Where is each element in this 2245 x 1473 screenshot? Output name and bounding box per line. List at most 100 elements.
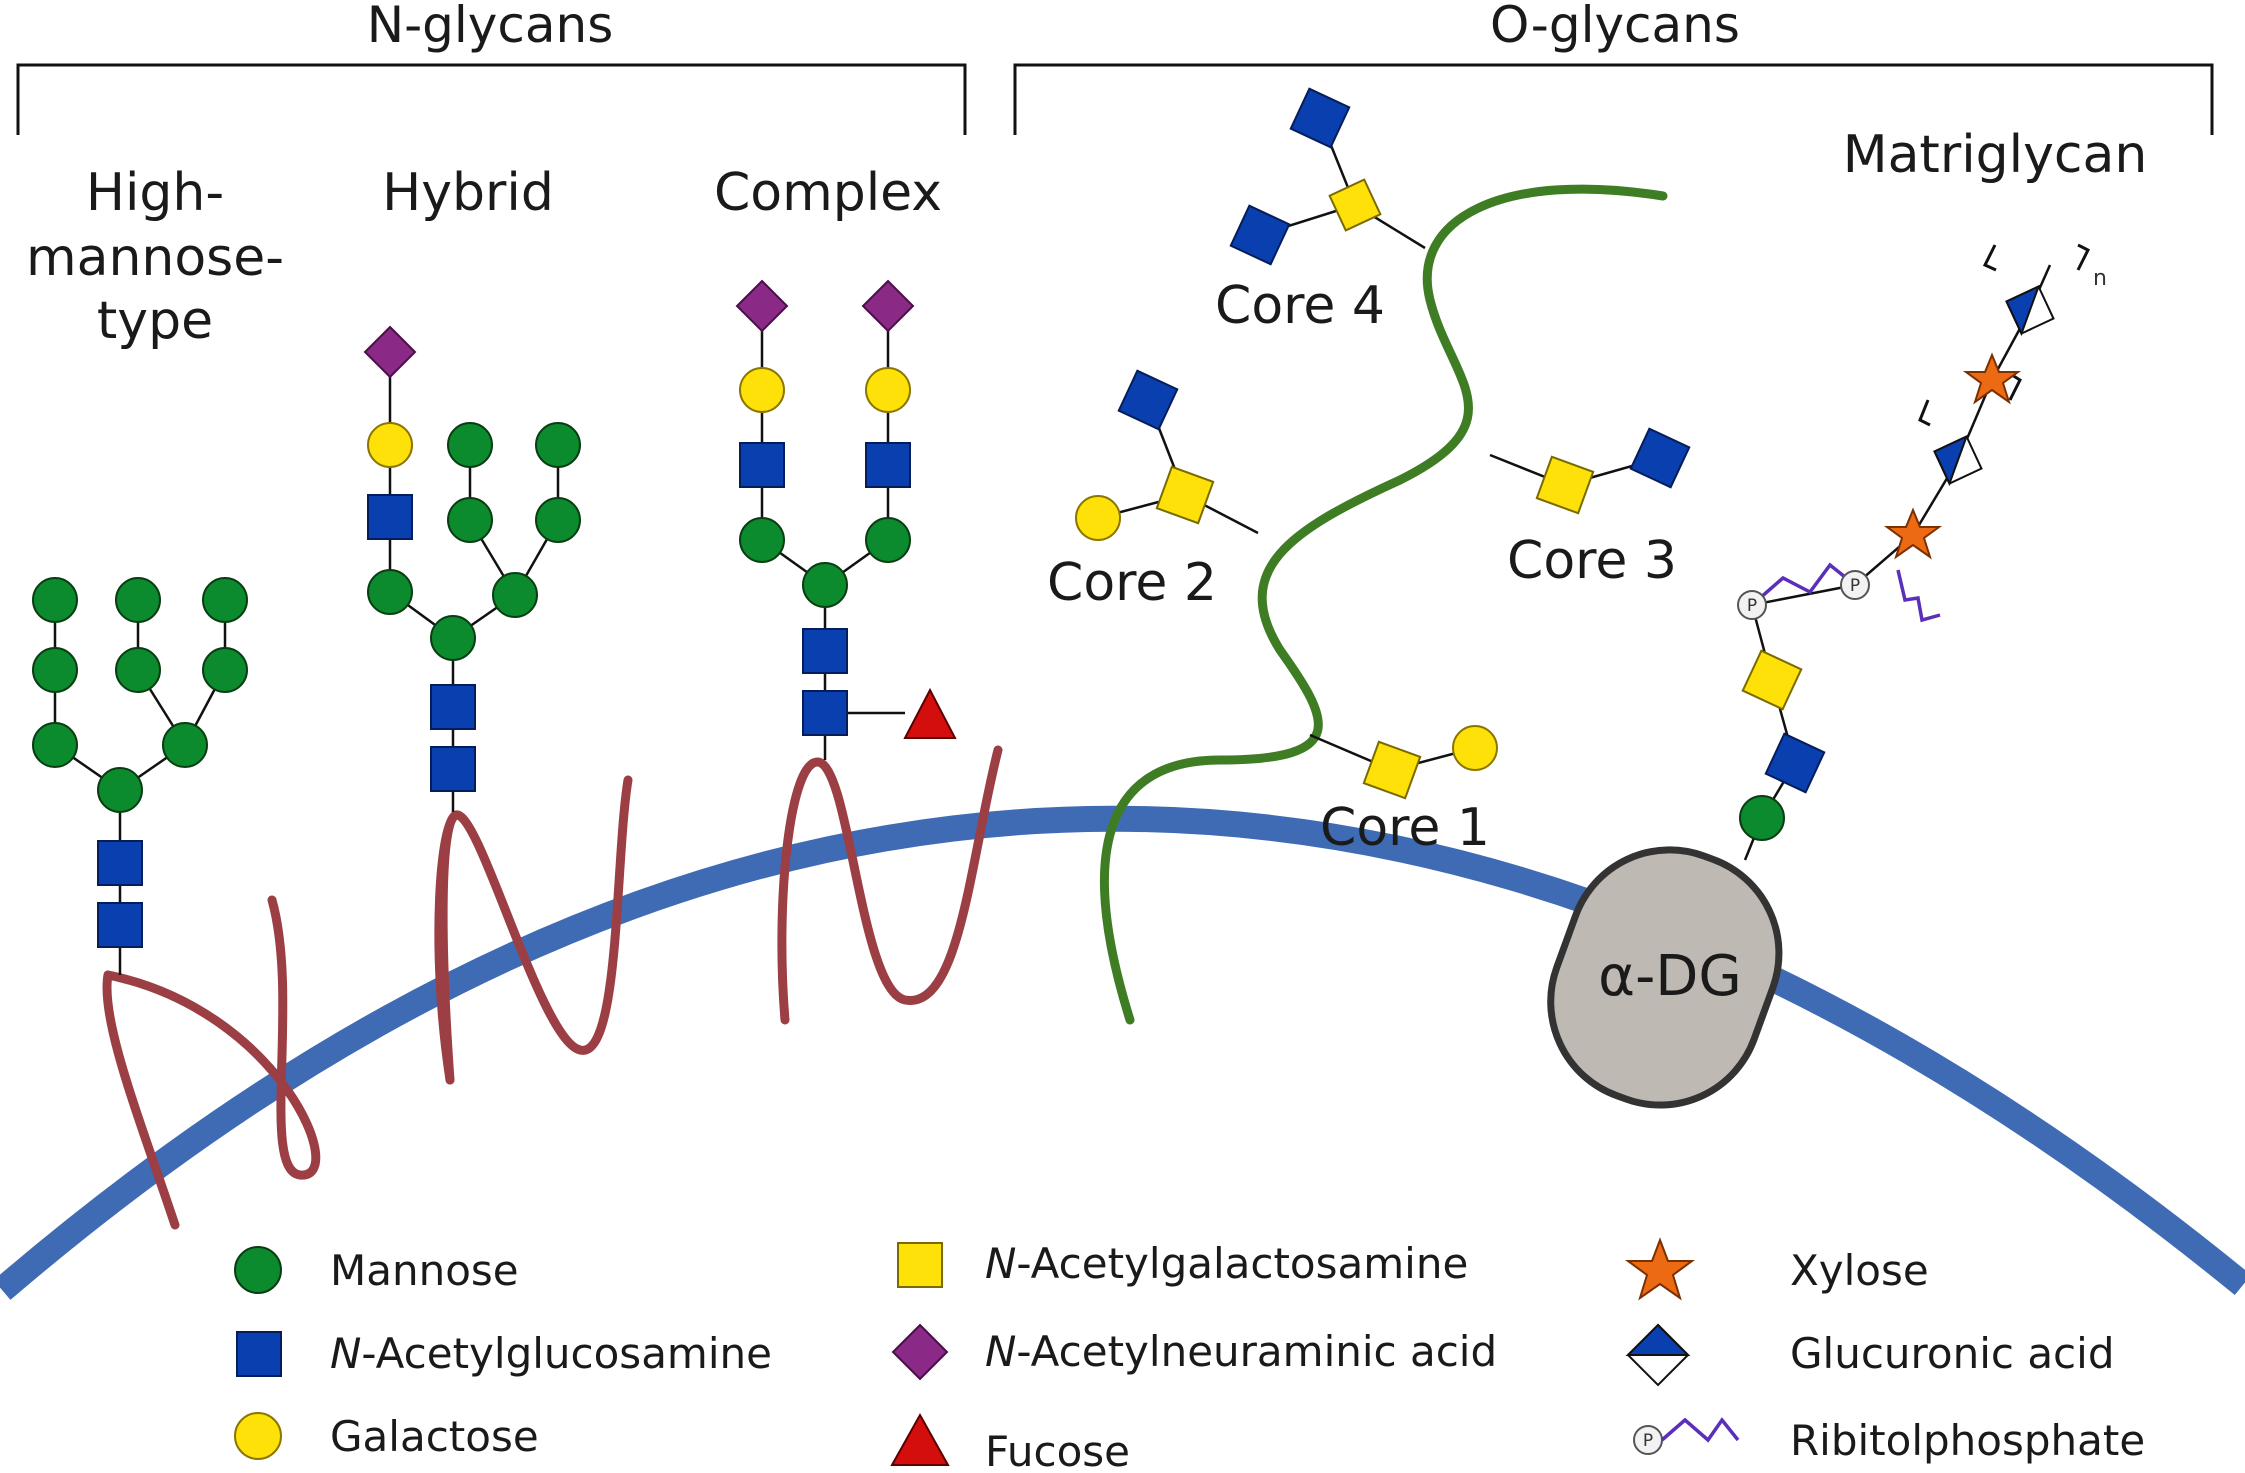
glcnac-icon (97, 840, 143, 886)
complex-label: Complex (714, 163, 942, 223)
neu5ac-icon (363, 325, 417, 379)
legend-ribitol: Ribitolphosphate (1790, 1416, 2145, 1465)
n-glycans-bracket (16, 63, 967, 135)
complex-glycan (735, 279, 957, 760)
mannose-icon (739, 517, 785, 563)
core1-glycan (1309, 725, 1498, 800)
legend-glcnac-icon (236, 1331, 282, 1377)
legend-glucuronic-icon (1625, 1323, 1691, 1387)
phosphate-label: P (1850, 576, 1860, 596)
glcnac-icon (1229, 204, 1291, 266)
galactose-icon (1075, 495, 1121, 541)
n-peptide-2-tail (438, 810, 461, 1085)
galnac-icon (1741, 649, 1803, 711)
glcnac-icon (739, 442, 785, 488)
n-glycans-header: N-glycans (367, 0, 614, 54)
high-mannose-label-line2: mannose- (26, 228, 284, 288)
mannose-icon (97, 767, 143, 813)
legend: Mannose N-Acetylglucosamine Galactose N-… (234, 1237, 2145, 1473)
high-mannose-label-line3: type (97, 291, 213, 351)
svg-text:P: P (1643, 1431, 1653, 1451)
legend-galnac-icon (897, 1242, 943, 1288)
legend-glcnac: N-Acetylglucosamine (330, 1329, 772, 1378)
glcnac-icon (865, 442, 911, 488)
glucuronic-acid-icon (1933, 434, 1983, 487)
neu5ac-icon (735, 279, 789, 333)
glcnac-icon (367, 494, 413, 540)
glcnac-icon (430, 684, 476, 730)
glcnac-icon (802, 690, 848, 736)
core1-label: Core 1 (1320, 798, 1490, 858)
galactose-icon (865, 367, 911, 413)
mannose-icon (32, 722, 78, 768)
core4-glycan (1229, 87, 1426, 266)
glcnac-icon (1629, 427, 1691, 489)
legend-xylose: Xylose (1790, 1246, 1929, 1295)
hybrid-glycan (363, 325, 581, 812)
mannose-icon (367, 569, 413, 615)
legend-neu5ac-icon (891, 1323, 949, 1381)
n-peptide-1 (103, 895, 321, 1180)
legend-mannose: Mannose (330, 1246, 519, 1295)
galactose-icon (1452, 725, 1498, 771)
legend-xylose-icon (1624, 1237, 1696, 1301)
o-glycans-bracket (1013, 63, 2214, 135)
mannose-icon (115, 647, 161, 693)
alpha-dg-protein: α-DG (1547, 846, 1783, 1109)
svg-text:α-DG: α-DG (1598, 944, 1742, 1009)
legend-mannose-icon (234, 1246, 282, 1294)
mannose-icon (447, 422, 493, 468)
core2-label: Core 2 (1047, 553, 1217, 613)
glcnac-icon (1117, 369, 1179, 431)
mannose-icon (447, 497, 493, 543)
galnac-icon (1328, 178, 1382, 232)
glcnac-icon (802, 628, 848, 674)
mannose-icon (32, 647, 78, 693)
matriglycan-label: Matriglycan (1843, 125, 2148, 185)
hybrid-label: Hybrid (382, 163, 554, 223)
fucose-icon (903, 687, 957, 739)
core3-glycan (1489, 427, 1691, 515)
high-mannose-label-line1: High- (86, 163, 224, 223)
legend-neu5ac: N-Acetylneuraminic acid (985, 1327, 1497, 1376)
matriglycan-glycan: P P n (1737, 243, 2107, 861)
galnac-icon (1155, 465, 1215, 525)
o-glycan-chain (1100, 184, 1668, 1025)
mannose-icon (802, 562, 848, 608)
glucuronic-acid-icon (2005, 284, 2055, 337)
mannose-icon (535, 497, 581, 543)
glcnac-icon (97, 902, 143, 948)
mannose-icon (162, 722, 208, 768)
n-peptide-3 (777, 745, 1003, 1025)
mannose-icon (535, 422, 581, 468)
galactose-icon (739, 367, 785, 413)
glcnac-icon (430, 746, 476, 792)
phosphate-icon (1737, 590, 1767, 620)
mannose-icon (430, 615, 476, 661)
mannose-icon (492, 572, 538, 618)
legend-ribitol-icon: P (1633, 1417, 1740, 1455)
repeat-n-label: n (2093, 266, 2107, 291)
mannose-icon (865, 517, 911, 563)
galnac-icon (1362, 740, 1422, 800)
phosphate-label: P (1747, 596, 1757, 616)
galactose-icon (367, 422, 413, 468)
glcnac-icon (1289, 87, 1351, 149)
legend-fucose: Fucose (985, 1427, 1130, 1473)
mannose-icon (115, 577, 161, 623)
mannose-icon (32, 577, 78, 623)
legend-glucuronic: Glucuronic acid (1790, 1329, 2114, 1378)
phosphate-icon (1840, 570, 1870, 600)
mannose-icon (202, 577, 248, 623)
galnac-icon (1535, 455, 1595, 515)
legend-fucose-icon (890, 1412, 950, 1466)
mannose-icon (1739, 795, 1785, 841)
xylose-icon (1883, 507, 1943, 560)
mannose-icon (202, 647, 248, 693)
core4-label: Core 4 (1215, 276, 1385, 336)
high-mannose-glycan (32, 577, 248, 975)
neu5ac-icon (861, 279, 915, 333)
legend-galnac: N-Acetylgalactosamine (985, 1239, 1468, 1288)
legend-galactose: Galactose (330, 1412, 539, 1461)
